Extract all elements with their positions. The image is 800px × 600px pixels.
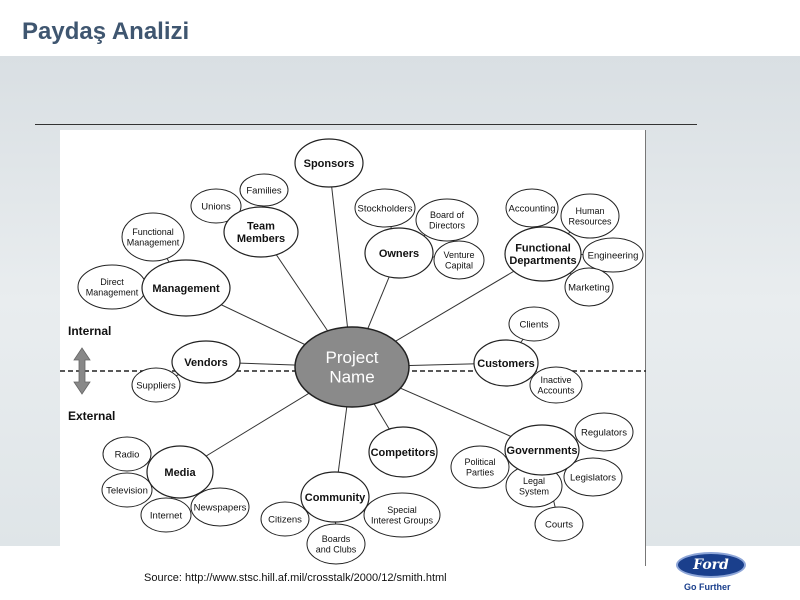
stakeholder-group-label: Management [152,283,220,295]
stakeholder-child-node [582,237,644,273]
stakeholder-group-label: Competitors [371,447,436,459]
stakeholder-child-label: Television [106,485,148,496]
up-down-arrow-icon [73,347,91,395]
stakeholder-child-node [306,523,366,565]
stakeholder-child-node [433,240,485,280]
stakeholder-group-label: Vendors [184,357,227,369]
stakeholder-child-label: Regulators [581,427,627,438]
project-center-node [294,326,410,408]
stakeholder-child-label: Accounting [508,203,555,214]
ford-logo: Ford Go Further [676,552,748,596]
divider-rule [35,124,697,125]
stakeholder-group-node [223,206,299,258]
stakeholder-group-node [504,424,580,476]
stakeholder-group-label: Owners [379,248,419,260]
stakeholder-child-node [529,366,583,404]
stakeholder-child-node [560,193,620,239]
stakeholder-group-label: Governments [507,445,578,457]
stakeholder-group-node [294,138,364,188]
title-bar: Paydaş Analizi [0,0,800,56]
stakeholder-child-node [574,412,634,452]
stakeholder-child-node [260,501,310,537]
stakeholder-group-node [141,259,231,317]
slide-title: Paydaş Analizi [22,18,190,45]
stakeholder-child-node [505,188,559,228]
ford-tagline: Go Further [684,582,731,592]
stakeholder-child-label: Unions [201,201,231,212]
external-label: External [68,409,115,423]
stakeholder-child-node [239,173,289,207]
stakeholder-group-node [146,445,214,499]
stakeholder-child-node [102,436,152,472]
stakeholder-child-label: Internet [150,510,183,521]
stakeholder-group-node [171,340,241,384]
stakeholder-child-node [140,497,192,533]
stakeholder-child-label: Courts [545,519,573,530]
stakeholder-child-label: Legislators [570,472,616,483]
stakeholder-group-node [473,339,539,387]
stakeholder-group-label: Media [164,467,196,479]
internal-label: Internal [68,324,111,338]
stakeholder-child-node [354,188,416,228]
stakeholder-child-node [563,457,623,497]
stakeholder-child-node [101,472,153,508]
stakeholder-group-node [364,227,434,279]
stakeholder-child-node [564,267,614,307]
stakeholder-child-node [363,492,441,538]
stakeholder-group-label: Community [305,492,366,504]
stakeholder-child-node [190,188,242,224]
stakeholder-child-node [131,367,181,403]
stakeholder-child-label: Families [246,185,282,196]
stakeholder-child-node [508,306,560,342]
stakeholder-child-label: Suppliers [136,380,176,391]
stakeholder-child-node [534,506,584,542]
stakeholder-child-node [190,487,250,527]
stakeholder-group-node [368,426,438,478]
stakeholder-child-label: Citizens [268,514,302,525]
stakeholder-group-label: Sponsors [304,158,355,170]
stakeholder-child-label: Radio [115,449,140,460]
stakeholder-child-node [450,445,510,489]
stakeholder-child-node [121,212,185,262]
stakeholder-child-label: Marketing [568,282,610,293]
stakeholder-child-label: Stockholders [358,203,413,214]
stakeholder-child-node [415,198,479,242]
stakeholder-child-label: Newspapers [194,502,247,513]
stakeholder-group-node [300,471,370,523]
source-citation: Source: http://www.stsc.hill.af.mil/cros… [144,572,447,584]
stakeholder-group-label: Customers [477,358,534,370]
stakeholder-child-label: Clients [519,319,548,330]
ford-oval-logo: Ford [676,552,746,578]
stakeholder-group-node [504,226,582,282]
stakeholder-child-label: Engineering [588,250,639,261]
